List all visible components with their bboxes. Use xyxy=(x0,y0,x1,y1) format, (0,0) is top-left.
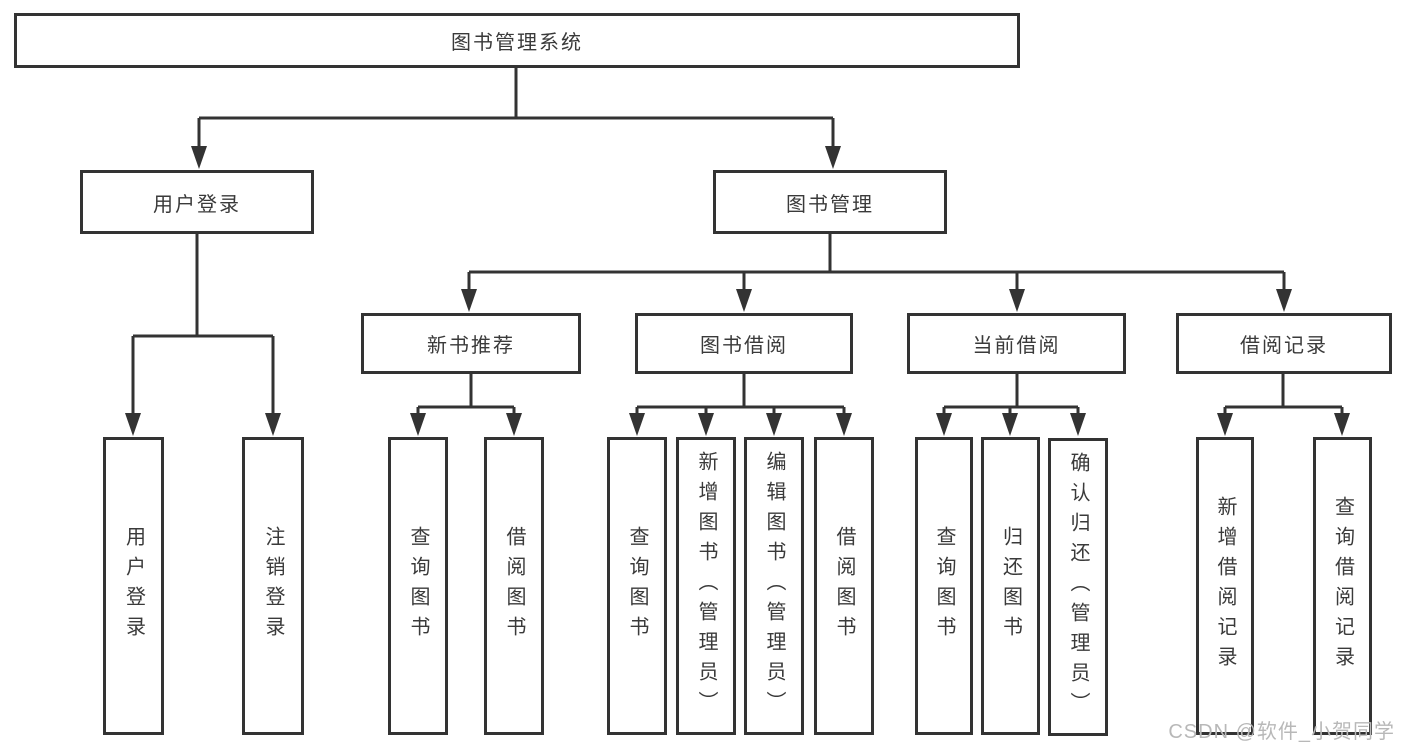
node-label: 借阅记录 xyxy=(1240,335,1328,357)
node-label: 查询图书 xyxy=(407,526,429,646)
node-label: 新增借阅记录 xyxy=(1214,496,1236,676)
node-book-management: 图书管理 xyxy=(713,170,947,234)
leaf-return-books: 归还图书 xyxy=(981,437,1040,735)
leaf-borrow-books-2: 借阅图书 xyxy=(814,437,874,735)
leaf-query-books-1: 查询图书 xyxy=(388,437,448,735)
leaf-query-borrow-record: 查询借阅记录 xyxy=(1313,437,1372,735)
leaf-query-books-2: 查询图书 xyxy=(607,437,667,735)
leaf-query-books-3: 查询图书 xyxy=(915,437,973,735)
node-user-login: 用户登录 xyxy=(80,170,314,234)
node-label: 新书推荐 xyxy=(427,335,515,357)
leaf-edit-books-admin: 编辑图书（管理员） xyxy=(744,437,804,735)
node-label: 图书借阅 xyxy=(700,335,788,357)
node-label: 借阅图书 xyxy=(833,526,855,646)
node-label: 用户登录 xyxy=(122,526,145,646)
node-book-management-system: 图书管理系统 xyxy=(14,13,1020,68)
node-label: 新增图书（管理员） xyxy=(695,451,717,721)
watermark-csdn: CSDN @软件_小贺同学 xyxy=(1168,721,1395,743)
node-label: 编辑图书（管理员） xyxy=(763,451,785,721)
node-current-borrow: 当前借阅 xyxy=(907,313,1126,374)
leaf-logout: 注销登录 xyxy=(242,437,304,735)
node-label: 注销登录 xyxy=(262,526,284,646)
node-label: 确认归还（管理员） xyxy=(1067,452,1089,722)
node-label: 查询图书 xyxy=(933,526,955,646)
leaf-borrow-books-1: 借阅图书 xyxy=(484,437,544,735)
leaf-add-books-admin: 新增图书（管理员） xyxy=(676,437,736,735)
leaf-confirm-return-admin: 确认归还（管理员） xyxy=(1048,438,1108,736)
node-label: 图书管理系统 xyxy=(451,32,583,54)
node-label: 查询借阅记录 xyxy=(1331,496,1354,676)
leaf-user-login: 用户登录 xyxy=(103,437,164,735)
node-label: 图书管理 xyxy=(786,193,874,216)
node-label: 借阅图书 xyxy=(503,526,525,646)
node-new-book-recommend: 新书推荐 xyxy=(361,313,581,374)
leaf-add-borrow-record: 新增借阅记录 xyxy=(1196,437,1254,735)
node-book-borrow: 图书借阅 xyxy=(635,313,853,374)
node-borrow-record: 借阅记录 xyxy=(1176,313,1392,374)
node-label: 当前借阅 xyxy=(972,335,1061,357)
node-label: 归还图书 xyxy=(999,526,1022,646)
node-label: 用户登录 xyxy=(153,193,241,216)
node-label: 查询图书 xyxy=(626,526,648,646)
